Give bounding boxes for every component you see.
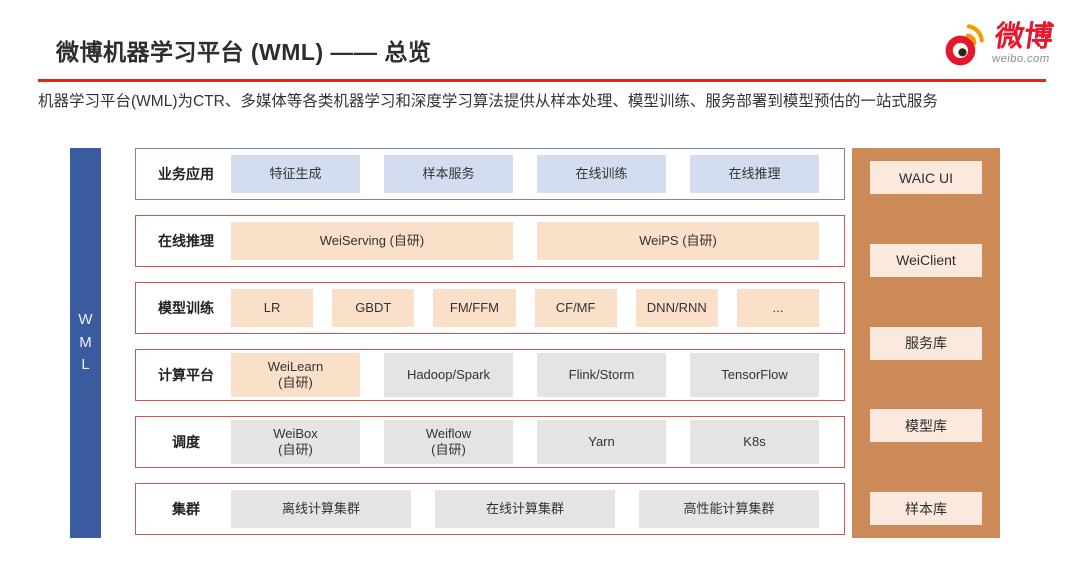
wml-letter: L — [81, 356, 90, 374]
chip-feature-generation: 特征生成 — [231, 155, 360, 193]
chip-weips: WeiPS (自研) — [537, 222, 819, 260]
chip-cf-mf: CF/MF — [534, 289, 617, 327]
layer-stack: 业务应用 特征生成 样本服务 在线训练 在线推理 在线推理 WeiServing… — [135, 148, 845, 550]
chip-tensorflow: TensorFlow — [690, 353, 819, 397]
chip-offline-cluster: 离线计算集群 — [231, 490, 411, 528]
logo-domain: weibo.com — [991, 53, 1051, 65]
chip-online-training: 在线训练 — [537, 155, 666, 193]
layer-business-apps: 业务应用 特征生成 样本服务 在线训练 在线推理 — [135, 148, 845, 200]
chip-weilearn: WeiLearn (自研) — [231, 353, 360, 397]
chip-more-models: ... — [736, 289, 820, 327]
layer-online-inference: 在线推理 WeiServing (自研) WeiPS (自研) — [135, 215, 845, 267]
chip-weiflow: Weiflow (自研) — [384, 420, 513, 464]
weibo-eye-icon — [945, 24, 984, 66]
right-column: WAIC UI WeiClient 服务库 模型库 样本库 — [852, 148, 1000, 538]
layer-label: 计算平台 — [158, 367, 214, 383]
weibo-logo: 微博 weibo.com — [940, 18, 1056, 70]
chip-flink-storm: Flink/Storm — [537, 353, 666, 397]
layer-label: 业务应用 — [158, 166, 214, 182]
layer-scheduling: 调度 WeiBox (自研) Weiflow (自研) Yarn K8s — [135, 416, 845, 468]
chip-fm-ffm: FM/FFM — [433, 289, 516, 327]
chip-sample-repo: 样本库 — [870, 492, 982, 525]
layer-label: 调度 — [172, 434, 200, 450]
page-title: 微博机器学习平台 (WML) —— 总览 — [56, 39, 432, 65]
chip-dnn-rnn: DNN/RNN — [635, 289, 718, 327]
wml-vertical-bar: W M L — [70, 148, 101, 538]
layer-model-training: 模型训练 LR GBDT FM/FFM CF/MF DNN/RNN ... — [135, 282, 845, 334]
layer-chips: 离线计算集群 在线计算集群 高性能计算集群 — [231, 490, 819, 528]
layer-chips: WeiLearn (自研) Hadoop/Spark Flink/Storm T… — [231, 353, 819, 397]
layer-cluster: 集群 离线计算集群 在线计算集群 高性能计算集群 — [135, 483, 845, 535]
chip-model-repo: 模型库 — [870, 409, 982, 443]
chip-gbdt: GBDT — [332, 289, 415, 327]
layer-chips: LR GBDT FM/FFM CF/MF DNN/RNN ... — [231, 289, 820, 327]
layer-compute-platform: 计算平台 WeiLearn (自研) Hadoop/Spark Flink/St… — [135, 349, 845, 401]
chip-weiserving: WeiServing (自研) — [231, 222, 513, 260]
layer-chips: 特征生成 样本服务 在线训练 在线推理 — [231, 155, 819, 193]
slide-subtitle: 机器学习平台(WML)为CTR、多媒体等各类机器学习和深度学习算法提供从样本处理… — [38, 93, 938, 110]
wml-letter: W — [78, 311, 93, 329]
chip-hpc-cluster: 高性能计算集群 — [639, 490, 819, 528]
layer-label: 在线推理 — [158, 233, 214, 249]
layer-chips: WeiBox (自研) Weiflow (自研) Yarn K8s — [231, 420, 819, 464]
wml-letter: M — [79, 333, 92, 351]
logo-brand: 微博 — [992, 21, 1056, 53]
chip-weibox: WeiBox (自研) — [231, 420, 360, 464]
chip-hadoop-spark: Hadoop/Spark — [384, 353, 513, 397]
chip-weiclient: WeiClient — [870, 243, 982, 277]
title-underline — [38, 79, 1046, 82]
chip-waic-ui: WAIC UI — [870, 161, 982, 194]
chip-lr: LR — [231, 289, 314, 327]
logo-text: 微博 weibo.com — [991, 21, 1056, 65]
chip-k8s: K8s — [690, 420, 819, 464]
layer-label: 集群 — [172, 501, 200, 517]
chip-sample-service: 样本服务 — [384, 155, 513, 193]
chip-online-cluster: 在线计算集群 — [435, 490, 615, 528]
layer-label: 模型训练 — [158, 300, 214, 316]
chip-yarn: Yarn — [537, 420, 666, 464]
layer-chips: WeiServing (自研) WeiPS (自研) — [231, 222, 819, 260]
chip-service-repo: 服务库 — [870, 326, 982, 360]
chip-online-inference: 在线推理 — [690, 155, 819, 193]
